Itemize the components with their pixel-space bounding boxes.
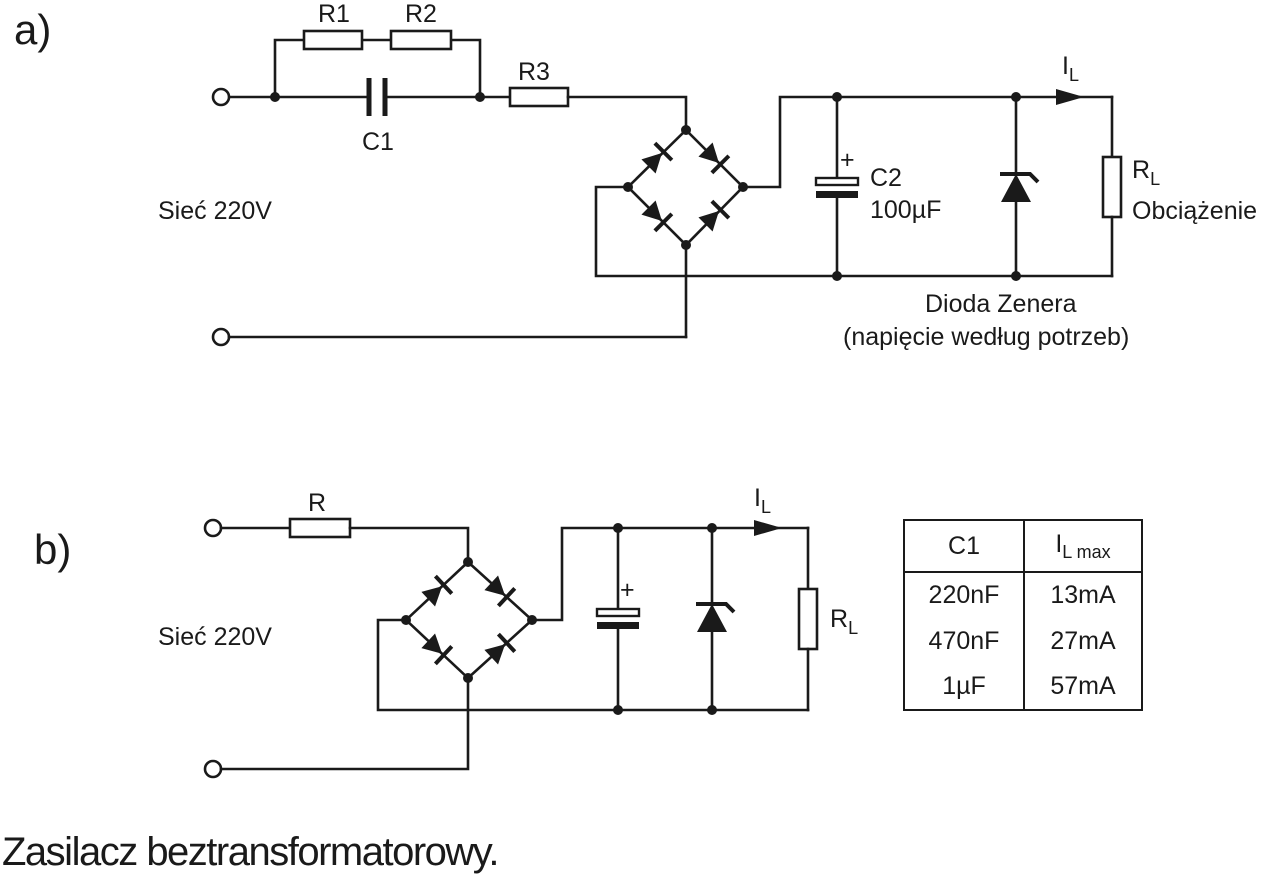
- resistor-r1: [302, 29, 364, 51]
- bridge-rectifier-a: [594, 95, 1114, 339]
- series-resistor-b: R: [219, 489, 470, 564]
- table-header-c1: C1: [905, 521, 1025, 573]
- svg-text:RL: RL: [1132, 156, 1160, 189]
- input-network-a: R1 R2 C1 R3: [227, 0, 688, 156]
- svg-text:R3: R3: [518, 58, 550, 86]
- label-b: b): [34, 526, 71, 573]
- terminal-b-bottom: [203, 759, 223, 779]
- svg-text:C1: C1: [362, 128, 394, 156]
- table-cell-il: 13mA: [1050, 581, 1116, 610]
- svg-text:R: R: [308, 489, 326, 517]
- figure-caption: Zasilacz beztransformatorowy.: [2, 830, 499, 874]
- svg-text:IL: IL: [1062, 52, 1079, 85]
- mains-label-b: Sieć 220V: [158, 623, 272, 651]
- circuit-b: b) Sieć 220V R: [34, 484, 858, 779]
- circuit-a: a) R1 R2 C1 R3 Sieć 220V: [14, 0, 1257, 351]
- terminal-a-top: [211, 87, 231, 107]
- capacitor-b: +: [595, 523, 641, 715]
- svg-text:100µF: 100µF: [870, 196, 941, 224]
- table-cell-il: 27mA: [1050, 626, 1116, 655]
- table-row: 470nF 27mA: [905, 618, 1141, 664]
- table-row: 1µF 57mA: [905, 663, 1141, 709]
- mains-label-a: Sieć 220V: [158, 197, 272, 225]
- table-cell-c1: 220nF: [905, 572, 1025, 619]
- zener-diode-a: Dioda Zenera (napięcie według potrzeb): [843, 92, 1129, 351]
- load-resistor-b: RL: [797, 526, 858, 712]
- svg-text:C2: C2: [870, 164, 902, 192]
- svg-text:+: +: [620, 576, 635, 604]
- table-row: 220nF 13mA: [905, 572, 1141, 619]
- resistor-r3: [508, 86, 570, 108]
- capacitor-c1: [366, 78, 388, 116]
- table-cell-c1: 1µF: [905, 663, 1025, 709]
- table-cell-c1: 470nF: [905, 618, 1025, 664]
- current-arrow-b: IL: [754, 484, 810, 536]
- svg-text:Obciążenie: Obciążenie: [1132, 197, 1257, 225]
- terminal-b-top: [203, 518, 223, 538]
- table-header-il: IL max: [1024, 521, 1141, 573]
- load-resistor-a: RL Obciążenie: [1101, 95, 1257, 278]
- svg-text:IL: IL: [754, 484, 771, 517]
- current-arrow-a: IL: [1056, 52, 1114, 105]
- svg-text:(napięcie według potrzeb): (napięcie według potrzeb): [843, 323, 1129, 351]
- capacitor-current-table: C1 IL max 220nF 13mA 470nF 27mA 1µF 57mA: [903, 519, 1143, 711]
- capacitor-c2: + C2 100µF: [814, 92, 941, 281]
- terminal-a-bottom: [211, 327, 231, 347]
- label-a: a): [14, 6, 51, 53]
- svg-text:RL: RL: [830, 605, 858, 638]
- table-cell-il: 57mA: [1050, 671, 1116, 700]
- bridge-rectifier-b: [219, 526, 810, 771]
- zener-diode-b: [696, 523, 736, 715]
- svg-text:R1: R1: [318, 0, 350, 28]
- svg-text:+: +: [840, 146, 855, 174]
- svg-text:R2: R2: [405, 0, 437, 28]
- svg-text:Dioda Zenera: Dioda Zenera: [925, 290, 1077, 318]
- resistor-r2: [389, 29, 453, 51]
